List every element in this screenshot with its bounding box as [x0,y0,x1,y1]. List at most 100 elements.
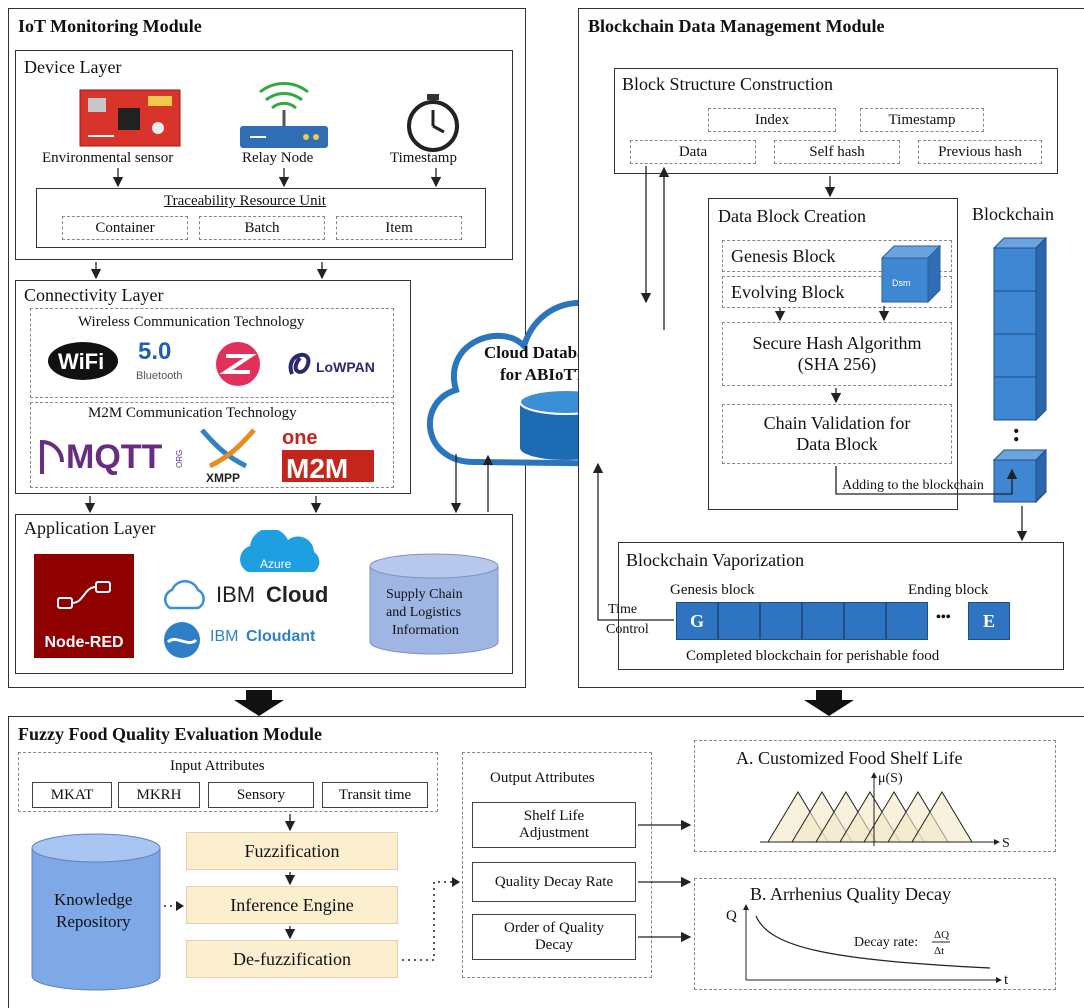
xmpp-logo-icon: XMPP [200,428,256,485]
tru-batch: Batch [199,216,325,240]
svg-text:Δt: Δt [934,945,944,957]
shelf-life-title: A. Customized Food Shelf Life [736,748,963,768]
zigbee-logo-icon [216,342,260,386]
time-control-line1: Time [608,602,638,617]
block-structure-title: Block Structure Construction [622,74,833,94]
input-sensory: Sensory [208,782,314,808]
svg-text:XMPP: XMPP [206,471,240,485]
knowledge-repository-icon [31,833,161,991]
node-red-label: Node-RED [44,634,124,651]
svg-text:Azure: Azure [260,557,292,571]
svg-text:μ(S): μ(S) [878,771,903,786]
bluetooth-version-label: 5.0 [138,338,172,365]
output-order-of-decay: Order of Quality Decay [472,914,636,960]
field-previous-hash: Previous hash [918,140,1042,164]
device-layer-title: Device Layer [24,57,122,77]
blockchain-module-title: Blockchain Data Management Module [588,16,885,36]
node-red-logo: Node-RED [34,554,134,658]
fuzzy-module-title: Fuzzy Food Quality Evaluation Module [18,724,323,744]
field-timestamp: Timestamp [860,108,984,132]
svg-text:ORG: ORG [175,450,184,468]
iot-module-title: IoT Monitoring Module [18,16,202,36]
secure-hash-algorithm: Secure Hash Algorithm (SHA 256) [722,322,952,386]
output-quality-decay-rate: Quality Decay Rate [472,862,636,902]
azure-cloud-icon: Azure [240,530,320,572]
relay-node-icon [240,82,328,148]
lowpan-logo-icon: LoWPAN [288,353,375,375]
svg-text:Dsm: Dsm [892,278,911,288]
validation-line1: Chain Validation for [763,413,911,433]
svg-text:one: one [282,427,318,449]
chain-block [802,602,844,640]
connectivity-layer-title: Connectivity Layer [24,285,164,305]
chain-block [760,602,802,640]
relay-node-label: Relay Node [242,150,314,166]
environmental-sensor-label: Environmental sensor [42,150,174,166]
ibm-cloud-label: Cloud [266,582,329,607]
genesis-block-label: Genesis Block [731,245,836,266]
input-attributes-title: Input Attributes [170,758,265,774]
chain-block [886,602,928,640]
blockchain-dots: : [1012,418,1021,447]
application-layer-title: Application Layer [24,518,156,538]
m2m-title: M2M Communication Technology [88,405,297,421]
supply-chain-line1: Supply Chain [386,587,463,602]
svg-text:LoWPAN: LoWPAN [316,359,375,375]
chain-block [718,602,760,640]
time-control-line2: Control [606,622,649,637]
knowledge-line2: Repository [56,912,131,931]
svg-text:Q: Q [726,908,737,924]
blockchain-label: Blockchain [972,204,1054,224]
timestamp-label: Timestamp [390,150,457,166]
shelf-life-membership-chart: μ(S) S [760,771,1010,850]
bluetooth-label: Bluetooth [136,370,183,382]
mqtt-logo-icon: MQTT ORG [40,438,184,476]
inference-engine-step: Inference Engine [186,886,398,924]
chain-block-genesis: G [676,602,718,640]
stopwatch-icon [407,94,459,152]
tru-title: Traceability Resource Unit [164,193,326,209]
chain-ellipsis: ••• [936,610,951,625]
onem2m-logo-icon: one M2M [282,427,374,484]
arrhenius-panel [694,878,1056,990]
shelf-life-line1: Shelf Life [523,808,585,824]
environmental-sensor-icon [79,89,181,147]
field-self-hash: Self hash [774,140,900,164]
wireless-title: Wireless Communication Technology [78,314,305,330]
node-red-flow-icon [57,581,111,609]
adding-to-blockchain-label: Adding to the blockchain [842,478,984,493]
shelf-life-line2: Adjustment [519,825,589,841]
svg-text:t: t [1004,972,1009,986]
cloud-database-title-line2: for ABIoTTM [500,365,603,384]
evolving-block-label: Evolving Block [731,281,845,302]
supply-chain-database-icon [369,553,499,655]
input-mkat: MKAT [32,782,112,808]
fuzzification-step: Fuzzification [186,832,398,870]
tru-container: Container [62,216,188,240]
chain-validation: Chain Validation for Data Block [722,404,952,464]
sha-line2: (SHA 256) [797,354,877,374]
vaporization-caption: Completed blockchain for perishable food [686,648,940,664]
svg-text:M2M: M2M [286,453,348,484]
defuzzification-step: De-fuzzification [186,940,398,978]
input-transit-time: Transit time [322,782,428,808]
ending-block-caption: Ending block [908,582,989,598]
supply-chain-line2: and Logistics [386,605,462,620]
output-shelf-life: Shelf Life Adjustment [472,802,636,848]
svg-text:MQTT: MQTT [66,438,163,476]
blockchain-stack-icon [992,236,1048,504]
data-block-creation-title: Data Block Creation [718,206,866,226]
field-index: Index [708,108,836,132]
output-attributes-title: Output Attributes [490,770,595,786]
svg-text:WiFi: WiFi [58,349,104,374]
wifi-logo-icon: WiFi [48,342,118,380]
vaporization-title: Blockchain Vaporization [626,550,805,570]
arrhenius-title: B. Arrhenius Quality Decay [750,884,951,904]
sha-line1: Secure Hash Algorithm [752,333,922,353]
order-line2: Decay [534,937,574,953]
arrhenius-decay-chart: Q t Decay rate: ΔQ Δt [726,904,1009,986]
chain-block-ending: E [968,602,1010,640]
input-mkrh: MKRH [118,782,200,808]
ibm-cloud-icon [163,580,205,610]
data-block-cube-icon: Dsm [880,244,942,304]
